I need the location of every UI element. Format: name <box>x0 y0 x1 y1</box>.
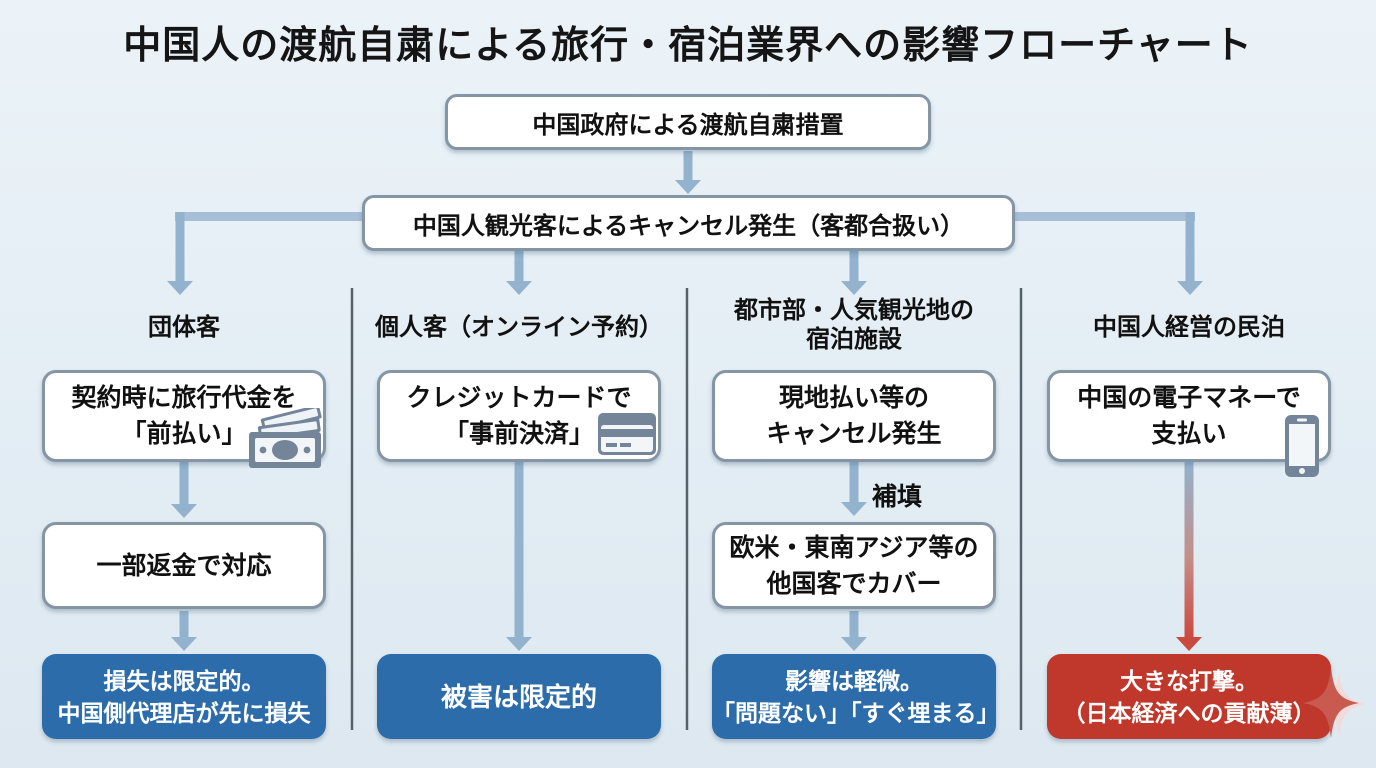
arrow-col1-outcome <box>171 611 197 651</box>
smartphone-icon <box>1285 415 1319 477</box>
step-box-other-guests: 欧米・東南アジア等の 他国客でカバー <box>712 522 996 609</box>
step-box-emoney: 中国の電子マネーで 支払い <box>1047 370 1331 462</box>
page-title: 中国人の渡航自粛による旅行・宿泊業界への影響フローチャート <box>123 25 1253 67</box>
arrow-col1-step <box>171 462 197 518</box>
outcome-box-urban-hotels: 影響は軽微。 「問題ない」「すぐ埋まる」 <box>712 654 1000 739</box>
credit-card-icon <box>598 413 656 455</box>
step-box-prepaid: 契約時に旅行代金を 「前払い」 <box>42 370 326 462</box>
step-box-local-payment: 現地払い等の キャンセル発生 <box>712 370 996 462</box>
step-box-credit-card: クレジットカードで 「事前決済」 <box>377 370 661 462</box>
arrow-root-to-trigger <box>675 151 701 194</box>
outcome-box-minpaku: 大きな打撃。 （日本経済への貢献薄） <box>1047 654 1331 739</box>
banknote-icon <box>249 408 322 468</box>
arrow-col4-outcome <box>1176 462 1202 651</box>
column-header-group: 団体客 <box>148 313 220 341</box>
trigger-box: 中国人観光客によるキャンセル発生（客都合扱い） <box>362 195 1015 251</box>
outcome-box-group: 損失は限定的。 中国側代理店が先に損失 <box>42 654 326 739</box>
arrow-branch-col2 <box>506 250 532 295</box>
step-box-partial-refund: 一部返金で対応 <box>42 522 326 609</box>
outcome-box-individual: 被害は限定的 <box>377 654 661 739</box>
root-box: 中国政府による渡航自粛措置 <box>445 94 931 150</box>
arrow-col2-outcome <box>506 462 532 651</box>
arrow-col3-step <box>841 462 867 516</box>
arrow-col3-outcome <box>841 611 867 651</box>
arrow-branch-col1 <box>167 212 193 295</box>
arrow-branch-col3 <box>841 250 867 295</box>
arrow-label-hoten: 補填 <box>872 483 923 511</box>
column-header-individual: 個人客（オンライン予約） <box>375 313 663 341</box>
column-header-urban-hotels: 都市部・人気観光地の 宿泊施設 <box>734 297 974 353</box>
arrow-branch-col4 <box>1177 212 1203 295</box>
column-header-minpaku: 中国人経営の民泊 <box>1093 313 1285 341</box>
